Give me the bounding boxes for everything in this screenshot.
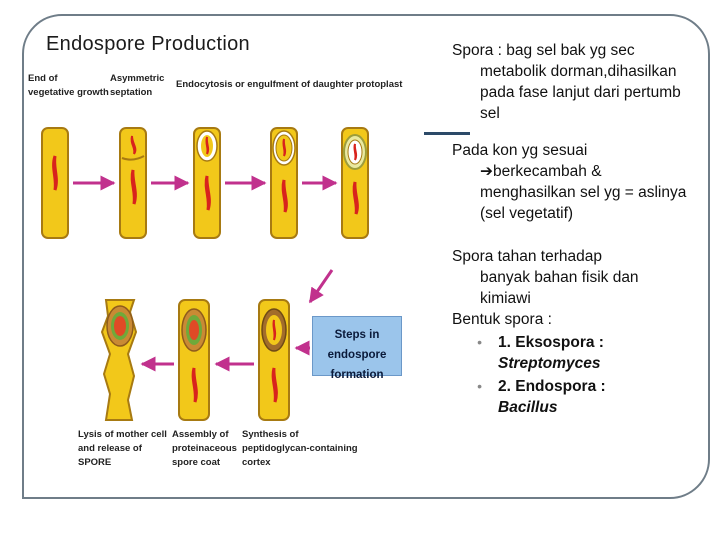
label-synthesis: Synthesis of peptidoglycan-containing co… [242, 429, 358, 468]
text-panel: Spora : bag sel bak yg sec metabolik dor… [452, 40, 702, 418]
slide-title: Endospore Production [46, 33, 250, 55]
cell-1 [41, 127, 69, 239]
para-1-line1: Spora : bag sel bak yg sec [452, 42, 635, 59]
cell-4 [270, 127, 298, 239]
bullet-2-italic: Bacillus [498, 399, 558, 416]
para-3-line1: Spora tahan terhadap [452, 248, 602, 265]
bullet-1-text: 1. Eksospora : [498, 334, 604, 351]
steps-box: Steps in endospore formation [312, 316, 402, 381]
endospore-diagram: End of vegetative growth Asymmetric sept… [24, 64, 444, 494]
para-2-rest2: menghasilkan sel yg = aslinya (sel veget… [480, 184, 687, 222]
para-1-rest: metabolik dorman,dihasilkan pada fase la… [480, 63, 681, 122]
diagram-graphic [41, 127, 369, 421]
cell-synthesis [258, 299, 290, 421]
para-3: Spora tahan terhadap banyak bahan fisik … [452, 246, 702, 309]
para-2-line1: Pada kon yg sesuai [452, 142, 588, 159]
label-assembly: Assembly of proteinaceous spore coat [172, 429, 237, 468]
arrow-diagonal [308, 269, 334, 304]
bullet-dot-icon: • [477, 334, 482, 350]
connector-line [424, 132, 470, 135]
bullet-2-text: 2. Endospora : [498, 378, 606, 395]
slide-frame [22, 14, 710, 499]
para-3-rest: banyak bahan fisik dan kimiawi [480, 269, 639, 307]
bullet-1-italic: Streptomyces [498, 355, 601, 372]
cell-assembly [178, 299, 210, 421]
para-2: Pada kon yg sesuai ➔berkecambah & mengha… [452, 140, 702, 224]
label-asymmetric-septation: Asymmetric septation [110, 73, 165, 98]
para-1: Spora : bag sel bak yg sec metabolik dor… [452, 40, 702, 124]
para-4: Bentuk spora : [452, 311, 552, 328]
label-endocytosis: Endocytosis or engulfment of daughter pr… [176, 79, 403, 90]
label-end-growth: End of vegetative growth [28, 73, 109, 98]
cell-lysis [100, 299, 138, 421]
bullet-dot-icon: • [477, 378, 482, 394]
cell-5 [341, 127, 369, 239]
cell-2 [119, 127, 147, 239]
bullet-1: • 1. Eksospora : Streptomyces [452, 332, 702, 374]
para-2-rest1: berkecambah & [493, 163, 602, 180]
bullet-2: • 2. Endospora : Bacillus [452, 376, 702, 418]
arrow-icon: ➔ [480, 163, 493, 180]
label-lysis: Lysis of mother cell and release of SPOR… [78, 429, 167, 468]
cell-3 [193, 127, 221, 239]
